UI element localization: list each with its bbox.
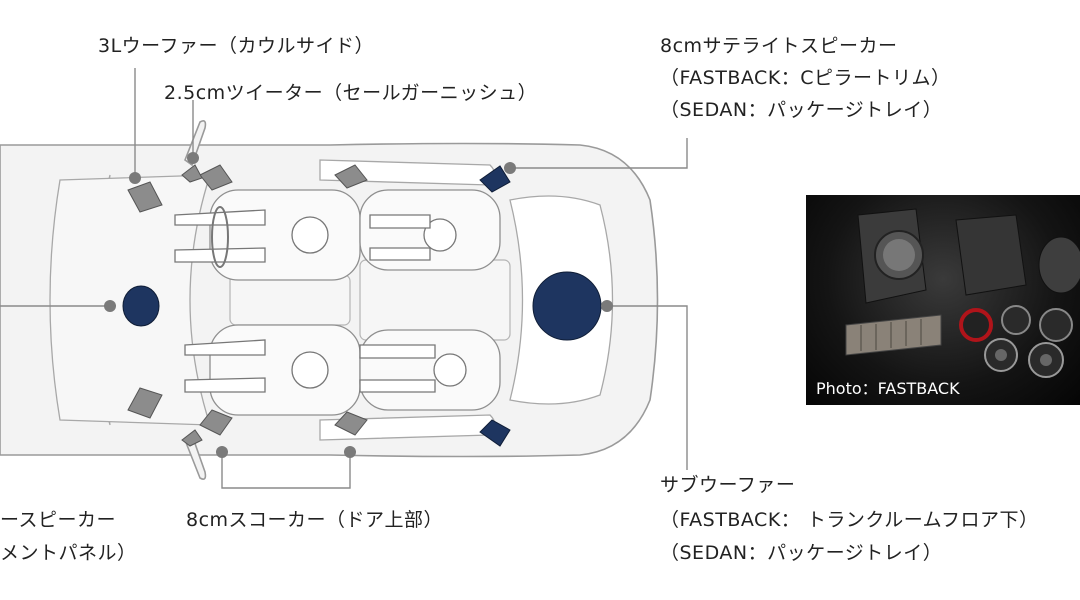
label-woofer-3l: 3Lウーファー（カウルサイド） [98,35,375,57]
label-tweeter: 2.5cmツイーター（セールガーニッシュ） [164,82,538,104]
product-photo: Photo：FASTBACK [806,195,1080,405]
speaker-gray-group [127,164,368,447]
satellite-speaker-lower [479,419,511,447]
label-subwoofer-title: サブウーファー [660,474,796,496]
satellite-speaker-upper [479,165,511,193]
label-center-line1: ースピーカー [0,509,117,531]
label-satellite-fastback: （FASTBACK：Cピラートリム） [660,67,951,89]
label-satellite-sedan: （SEDAN：パッケージトレイ） [660,99,943,121]
center-speaker-marker [122,285,160,327]
speaker-components-image [845,208,1080,378]
label-squawker: 8cmスコーカー（ドア上部） [186,509,444,531]
leader-lines [0,68,688,489]
photo-caption: Photo：FASTBACK [816,379,960,398]
subwoofer-marker [532,271,602,341]
label-subwoofer-fastback: （FASTBACK： トランクルームフロア下） [660,509,1039,531]
label-center-line2: メントパネル） [0,542,137,564]
label-satellite-title: 8cmサテライトスピーカー [660,35,898,57]
label-subwoofer-sedan: （SEDAN：パッケージトレイ） [660,542,943,564]
